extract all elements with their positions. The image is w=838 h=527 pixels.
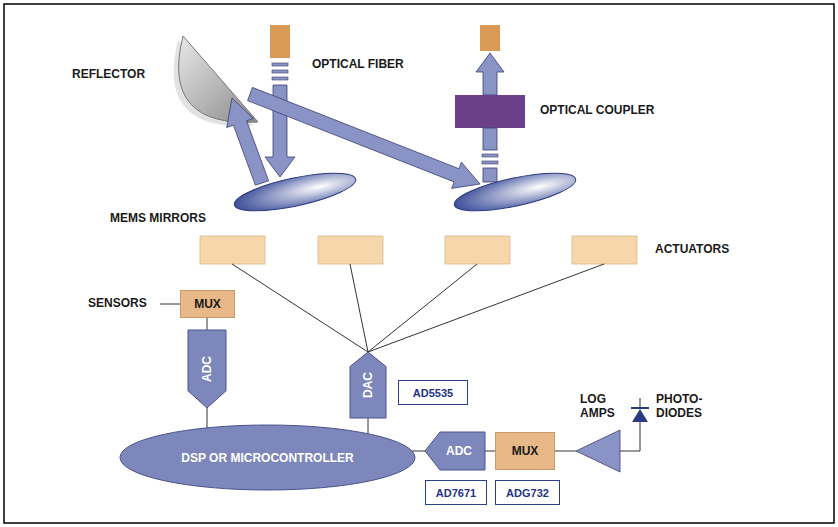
part-label: PHOTO- DIODES (656, 393, 708, 421)
node-text: ADC (200, 356, 214, 382)
signal-wire (485, 451, 495, 452)
sensor-wire (160, 304, 180, 305)
adc-block: ADC (188, 330, 226, 408)
actuator (445, 236, 510, 264)
part-label: MEMS MIRRORS (110, 212, 206, 226)
signal-wire (620, 422, 640, 451)
part-label: OPTICAL FIBER (312, 58, 404, 72)
part-number-box: AD5535 (398, 380, 468, 405)
actuator (318, 236, 383, 264)
part-number-box: ADG732 (495, 480, 560, 505)
light-beam (227, 98, 269, 185)
log-amp-symbol (576, 430, 620, 472)
part-label: OPTICAL COUPLER (540, 104, 654, 118)
node-text: ADG732 (506, 487, 549, 499)
part-label: SENSORS (88, 297, 147, 311)
signal-wire (368, 418, 369, 434)
node-text: MUX (194, 297, 221, 311)
actuator (572, 236, 637, 264)
part-number-box: AD7671 (425, 480, 487, 505)
beam-stripe (272, 63, 288, 66)
signal-wire (207, 408, 208, 428)
optical-fiber (270, 25, 290, 58)
dac-block: DAC (350, 352, 386, 418)
mux-box: MUX (180, 290, 235, 318)
photodiode-symbol (632, 409, 648, 422)
actuator-wires (232, 264, 604, 352)
node-text: ADC (438, 444, 472, 458)
part-label: LOG AMPS (580, 393, 620, 421)
actuator (200, 236, 265, 264)
part-label: REFLECTOR (72, 68, 145, 82)
optical-fiber (480, 25, 500, 51)
beam-stripe (482, 161, 498, 164)
signal-wire (412, 451, 425, 452)
frame (4, 4, 834, 523)
node-text: MUX (512, 444, 539, 458)
light-beam (483, 128, 497, 150)
node-text: AD7671 (436, 487, 476, 499)
adc-block: ADC (425, 432, 485, 470)
processor-ellipse: DSP OR MICROCONTROLLER (120, 425, 415, 490)
optical-coupler-box (455, 95, 525, 128)
mems-mirror (451, 165, 578, 218)
light-beam (483, 168, 497, 182)
node-text: AD5535 (413, 387, 453, 399)
node-text: DSP OR MICROCONTROLLER (181, 451, 353, 465)
signal-wire (640, 398, 641, 408)
beam-stripe (482, 154, 498, 157)
signal-wire (207, 318, 208, 330)
reflector-dish (179, 36, 258, 122)
light-beam (476, 53, 504, 95)
mux-box: MUX (495, 432, 555, 470)
mems-mirror (231, 165, 358, 218)
light-beam (248, 87, 480, 188)
beam-stripe (272, 77, 288, 80)
node-text: DAC (361, 372, 375, 398)
signal-wire (555, 451, 576, 452)
beam-stripe (272, 70, 288, 73)
part-label: ACTUATORS (655, 243, 729, 257)
